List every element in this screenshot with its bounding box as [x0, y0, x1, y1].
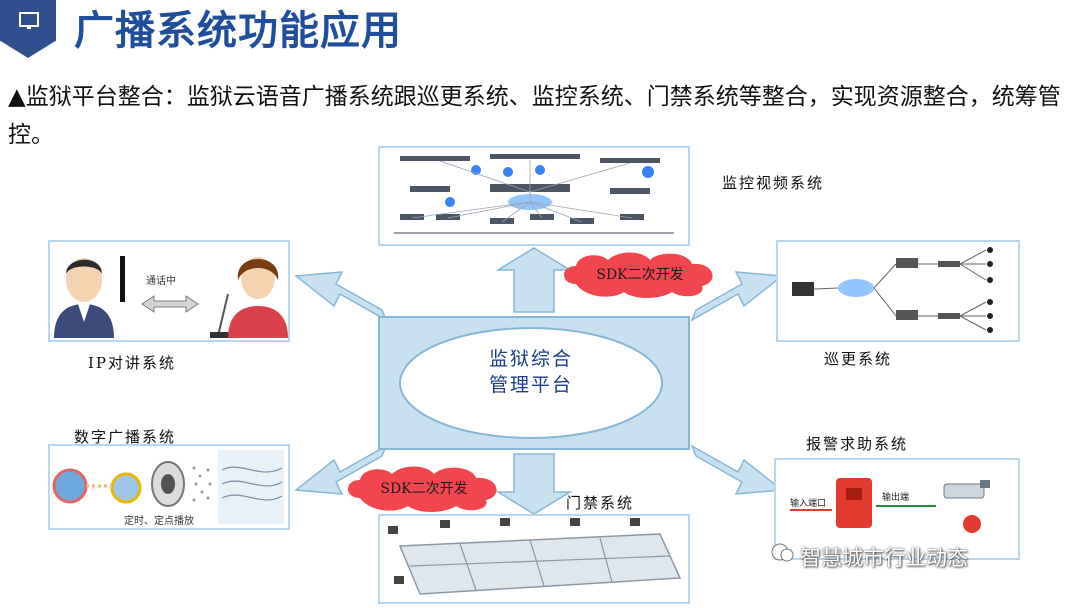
platform-title-line1: 监狱综合 [400, 346, 662, 372]
broadcast-panel: 定时、定点播放 [48, 444, 290, 530]
broadcast-illustration: 定时、定点播放 [50, 446, 288, 528]
access-floorplan [380, 516, 688, 602]
man-figure [54, 258, 114, 338]
monitor-network-diagram [380, 148, 688, 244]
sdk-label-bottom: SDK二次开发 [340, 469, 508, 509]
platform-title-line2: 管理平台 [400, 372, 662, 398]
alarm-clock-icon-2 [112, 474, 140, 502]
alarm-output-label: 输出端 [882, 491, 909, 503]
access-label: 门禁系统 [566, 492, 634, 513]
alarm-device-icon [836, 478, 872, 528]
patrol-panel [776, 240, 1020, 342]
access-panel [378, 514, 690, 604]
monitor-system-panel [378, 146, 690, 246]
alarm-input-label: 输入端口 [790, 497, 826, 509]
alarm-clock-icon [54, 470, 86, 502]
intercom-panel: 通话中 [48, 240, 290, 342]
patrol-network-diagram [778, 242, 1018, 340]
wechat-icon [770, 540, 796, 566]
monitor-system-label: 监控视频系统 [722, 172, 824, 193]
arrow-intercom [296, 272, 386, 320]
broadcast-caption: 定时、定点播放 [124, 514, 194, 527]
alarm-label: 报警求助系统 [806, 433, 908, 454]
platform-title: 监狱综合 管理平台 [400, 346, 662, 398]
intercom-label: IP对讲系统 [88, 352, 176, 373]
intercom-caption: 通话中 [146, 274, 176, 287]
alarm-light-icon [963, 515, 981, 533]
sdk-label-top: SDK二次开发 [556, 255, 724, 295]
woman-figure [228, 257, 288, 338]
arrow-down-access [498, 454, 570, 514]
camera-icon [944, 480, 990, 498]
arrow-alarm [692, 446, 782, 494]
watermark-text: 智慧城市行业动态 [800, 542, 968, 572]
intercom-illustration: 通话中 [50, 242, 288, 340]
patrol-label: 巡更系统 [824, 348, 892, 369]
